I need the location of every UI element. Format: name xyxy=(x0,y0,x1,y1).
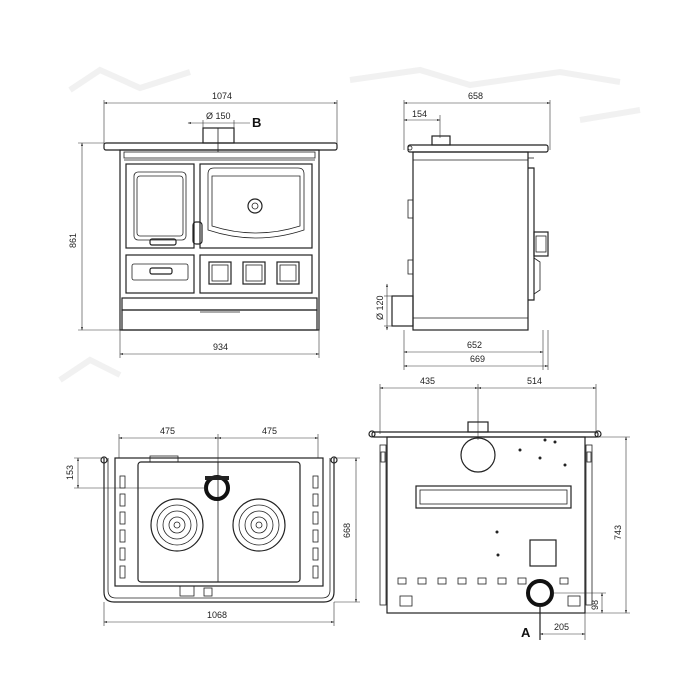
front-flue-label: Ø 150 xyxy=(206,111,231,121)
lower-panel xyxy=(199,254,313,294)
flue-collar xyxy=(202,127,235,144)
rear-pipe-height-dimension: 98 xyxy=(552,592,606,614)
side-cooktop-plate xyxy=(407,144,549,153)
top-offset-dimension: 153 xyxy=(65,457,206,489)
ash-drawer xyxy=(125,254,195,294)
left-slots xyxy=(119,475,126,579)
left-hob-ring xyxy=(150,498,204,552)
vent-square xyxy=(276,261,300,285)
top-width-dimensions: 475 475 xyxy=(118,426,319,470)
right-slots xyxy=(312,475,319,579)
front-height-label: 861 xyxy=(68,233,78,248)
watermark xyxy=(58,66,641,383)
door-hinge xyxy=(192,221,203,245)
rear-pipe-offset-dimension: 205 xyxy=(539,613,586,640)
rear-pipe-marker: A xyxy=(521,625,531,640)
side-outer-depth-label: 669 xyxy=(470,354,485,364)
cooking-plate xyxy=(137,461,301,583)
top-offset-label: 153 xyxy=(65,465,75,480)
front-base-label: 934 xyxy=(213,342,228,352)
front-plinth xyxy=(121,309,318,331)
top-width-total-dimension: 1068 xyxy=(103,602,335,626)
rear-height-dimension: 743 xyxy=(585,436,630,614)
top-depth-label: 668 xyxy=(342,523,352,538)
front-base-dimension: 934 xyxy=(119,330,320,358)
front-flue-dimension: Ø 150 B xyxy=(187,111,261,140)
rear-flue-outlet xyxy=(460,437,496,473)
rear-pipe-outlet xyxy=(526,579,554,607)
side-depth-dimension: 658 xyxy=(403,91,551,150)
top-width-total-label: 1068 xyxy=(207,610,227,620)
side-outer-depth-dimension: 669 xyxy=(403,330,549,370)
rear-flue-stub xyxy=(467,421,489,433)
right-hob-ring xyxy=(232,498,286,552)
top-right-label: 475 xyxy=(262,426,277,436)
front-width-dimension: 1074 xyxy=(103,91,338,145)
rear-view: 435 514 xyxy=(368,376,630,640)
rear-bottom-vents xyxy=(397,577,581,607)
rear-body xyxy=(386,436,586,614)
side-handle xyxy=(533,231,549,257)
side-flue-offset-label: 154 xyxy=(412,109,427,119)
rear-width-dimensions: 435 514 xyxy=(379,376,597,440)
side-body xyxy=(412,151,529,331)
top-rail xyxy=(103,458,335,603)
front-width-label: 1074 xyxy=(212,91,232,101)
oven-door xyxy=(199,163,313,249)
oven-thermometer xyxy=(247,198,263,214)
side-flue-offset-dimension: 154 xyxy=(403,109,441,138)
vent-square xyxy=(208,261,232,285)
top-flue-outlet xyxy=(204,475,230,501)
side-pipe-label: Ø 120 xyxy=(375,295,385,320)
rear-pipe-offset-label: 205 xyxy=(554,622,569,632)
rear-hatch xyxy=(529,539,557,567)
top-depth-dimension: 668 xyxy=(334,457,360,603)
side-flue xyxy=(431,135,451,146)
front-flue-marker: B xyxy=(252,115,261,130)
top-left-label: 475 xyxy=(160,426,175,436)
firebox-door xyxy=(125,163,195,249)
side-inner-depth-dimension: 652 xyxy=(403,330,544,370)
top-body xyxy=(114,457,324,587)
rear-left-label: 435 xyxy=(420,376,435,386)
rear-right-label: 514 xyxy=(527,376,542,386)
front-height-dimension: 861 xyxy=(68,142,120,331)
side-view: 658 154 Ø 120 xyxy=(375,91,551,370)
front-view: 1074 Ø 150 B xyxy=(68,91,338,358)
rear-height-label: 743 xyxy=(613,525,623,540)
side-inner-depth-label: 652 xyxy=(467,340,482,350)
rear-top-rail xyxy=(371,431,599,438)
rear-pipe-height-label: 98 xyxy=(590,600,600,610)
side-pipe-dimension: Ø 120 xyxy=(375,283,392,331)
top-view: 475 475 xyxy=(65,426,360,626)
side-pipe xyxy=(391,295,414,327)
rear-slot xyxy=(415,485,572,509)
vent-square xyxy=(242,261,266,285)
rear-fixing-points xyxy=(495,438,567,557)
side-depth-label: 658 xyxy=(468,91,483,101)
front-cooktop-plate xyxy=(103,142,338,151)
